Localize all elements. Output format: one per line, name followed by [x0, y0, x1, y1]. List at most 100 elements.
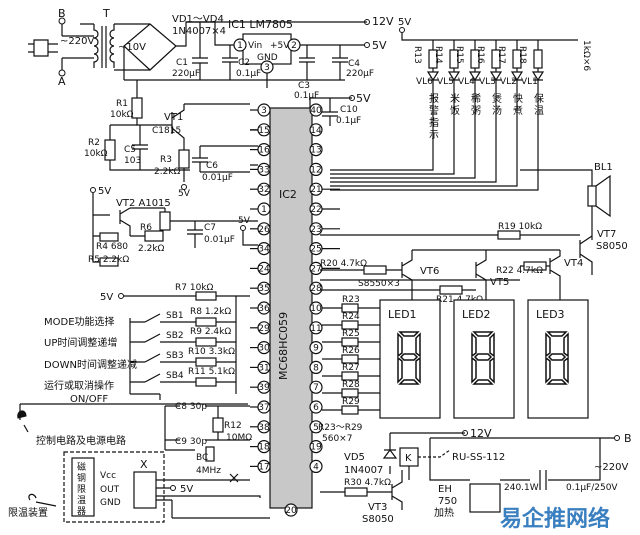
ic2-pin-label: 17	[258, 462, 269, 472]
seg-res-label: R28	[342, 380, 360, 390]
led-icon	[426, 68, 440, 88]
key-label-onoff: ON/OFF	[70, 394, 108, 405]
svg-text:C5: C5	[124, 145, 136, 155]
svg-text:S8050: S8050	[362, 514, 394, 525]
ic2-bottom-pin: 20	[285, 506, 297, 516]
svg-text:1N4007: 1N4007	[344, 465, 383, 476]
switch-sb4[interactable]: SB4	[166, 371, 184, 381]
resistor-r30	[344, 487, 368, 497]
reg-vout: +5V	[270, 41, 290, 51]
led-func-char: 温	[534, 105, 544, 117]
led-res-label: R17	[496, 46, 506, 64]
key-row-1[interactable]: MODE功能选择 SB1 R8 1.2kΩ	[44, 307, 236, 328]
plug-icon	[28, 39, 58, 57]
key-label-up: UP时间调整递增	[44, 336, 117, 349]
ic2-pin-32	[257, 182, 271, 196]
svg-text:R1: R1	[116, 99, 128, 109]
ic2-pin-40	[309, 103, 323, 117]
led-func-char: 保	[534, 92, 544, 105]
svg-text:RU-SS-112: RU-SS-112	[452, 452, 505, 463]
resistor-r22	[523, 261, 547, 271]
svg-text:5V: 5V	[180, 484, 193, 495]
sensor-char: 钢	[77, 472, 86, 484]
svg-text:3: 3	[264, 63, 270, 73]
crystal-bc	[205, 446, 215, 462]
ic2-pin-label: 24	[258, 264, 270, 274]
transistor-vt1	[171, 104, 185, 146]
led-func-char: 饭	[450, 105, 460, 117]
rectifier-name: VD1～VD4	[172, 14, 224, 25]
ic2-pin-label: 4	[313, 462, 319, 472]
svg-text:0.01μF: 0.01μF	[202, 173, 233, 183]
svg-text:GND: GND	[100, 498, 121, 508]
svg-text:Vcc: Vcc	[100, 471, 116, 481]
segment-digit-icon	[471, 331, 495, 385]
switch-sb1[interactable]: SB1	[166, 311, 184, 321]
key-row-4[interactable]: 运行或取消操作 ON/OFF SB4 R11 5.1kΩ	[44, 367, 236, 405]
bridge-rectifier	[123, 23, 177, 71]
svg-text:R6: R6	[140, 223, 152, 233]
ic2-part: MC68HC059	[277, 312, 290, 380]
transformer-label: T	[102, 7, 110, 20]
ic2-pin-28	[309, 281, 323, 295]
ic2-pin-19	[309, 440, 323, 454]
caption-control: 控制电路及电源电路	[36, 434, 126, 447]
svg-text:S8050: S8050	[596, 241, 628, 252]
ic2-pin-label: 19	[310, 443, 322, 453]
ic2-pin-30	[257, 341, 271, 355]
svg-text:C2: C2	[238, 58, 250, 68]
svg-text:0.1μF: 0.1μF	[236, 69, 261, 79]
key-row-3[interactable]: DOWN时间调整递减 SB3 R10 3.3kΩ	[44, 347, 236, 371]
svg-text:1: 1	[237, 41, 243, 51]
ic2-pin-label: 23	[310, 225, 321, 235]
led-func-char: 煲	[492, 92, 502, 105]
ic2-pin-17	[257, 459, 271, 473]
ic2-pin-label: 8	[313, 363, 319, 373]
rail-5v-label: 5V	[372, 39, 387, 52]
heater-eh	[469, 483, 501, 513]
seg-res-label: R25	[342, 329, 360, 339]
svg-text:VT5: VT5	[490, 277, 509, 288]
led-func-char: 示	[429, 130, 439, 141]
ic2-mcu: IC2 MC68HC059 31516333212634243536293031…	[250, 103, 340, 517]
ic2-pin-35	[257, 281, 271, 295]
watermark: 易企推网络	[500, 506, 610, 532]
sensor-char: 温	[77, 495, 86, 506]
ic2-pin-label: 13	[310, 146, 321, 156]
key-row-2[interactable]: UP时间调整递增 SB2 R9 2.4kΩ	[44, 327, 236, 349]
ic2-pin-29	[257, 321, 271, 335]
led-label: VL5	[437, 77, 454, 87]
svg-text:BL1: BL1	[594, 162, 613, 173]
led-icon	[447, 68, 461, 88]
resistor-r19	[497, 230, 521, 240]
svg-text:R30 4.7kΩ: R30 4.7kΩ	[344, 478, 391, 488]
svg-text:VT3: VT3	[368, 502, 387, 513]
key-label-run: 运行或取消操作	[44, 379, 114, 392]
led-res-label: R16	[475, 46, 485, 64]
led-icon	[531, 68, 545, 88]
resistor-r28	[341, 388, 359, 398]
rail-12v-label: 12V	[372, 15, 394, 28]
svg-text:BC: BC	[196, 453, 208, 463]
svg-text:10kΩ: 10kΩ	[110, 110, 134, 120]
ic2-pin-label: 15	[258, 126, 269, 136]
led-icon	[468, 68, 482, 88]
svg-text:10kΩ: 10kΩ	[84, 149, 108, 159]
ic2-pin-24	[257, 261, 271, 275]
svg-text:C6: C6	[206, 161, 218, 171]
ic2-pin-label: 25	[310, 245, 321, 255]
resistor-r21	[439, 285, 463, 295]
ic2-pin-4	[309, 459, 323, 473]
svg-text:R10 3.3kΩ: R10 3.3kΩ	[188, 347, 235, 357]
svg-text:R12: R12	[224, 421, 242, 431]
led-label: VL3	[479, 77, 496, 87]
led-func-char: 指	[429, 116, 439, 129]
switch-sb2[interactable]: SB2	[166, 331, 184, 341]
switch-sb3[interactable]: SB3	[166, 351, 184, 361]
terminal-a-label: A	[58, 75, 66, 88]
ic2-pin-label: 35	[258, 284, 269, 294]
resistor-r23	[341, 303, 359, 313]
